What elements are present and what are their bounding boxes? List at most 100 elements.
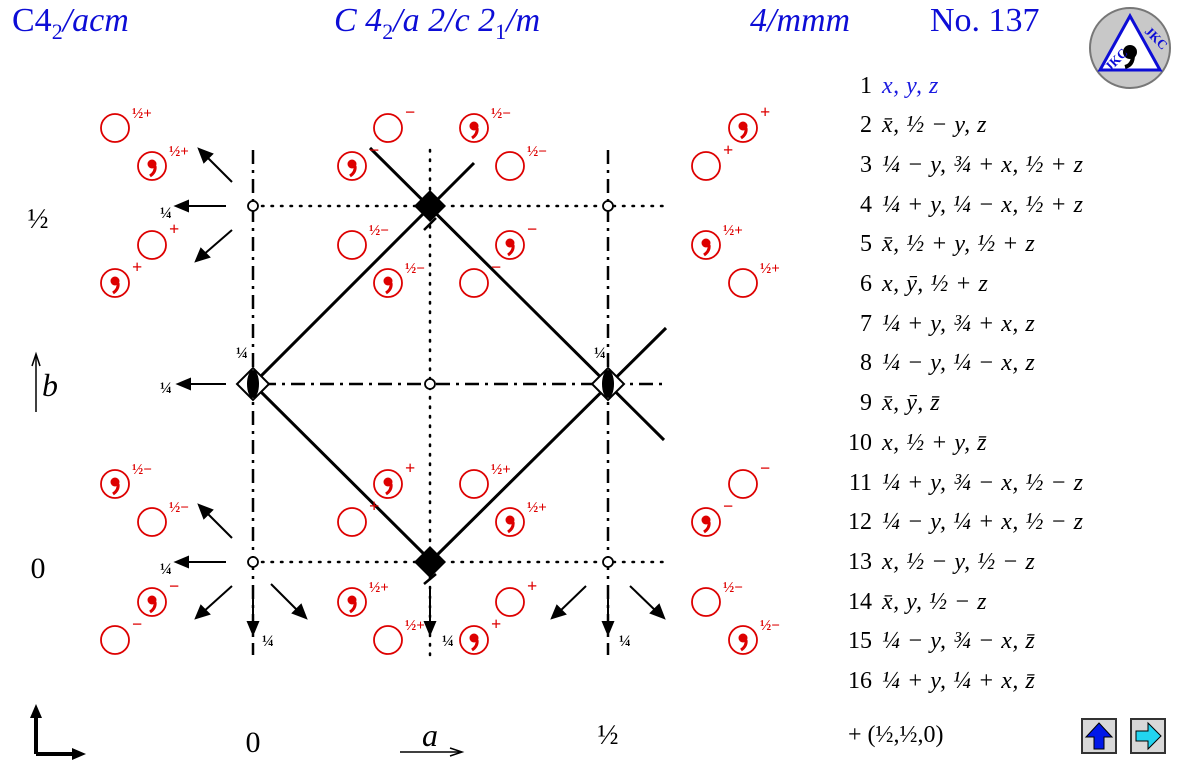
height-label: ½+	[132, 106, 152, 122]
operation-number: 13	[848, 548, 872, 575]
space-group-diagram: ½ 0 b 0 ½ a	[28, 102, 780, 760]
general-position-circle: −	[373, 102, 415, 143]
general-position-circle: ½+	[459, 462, 511, 499]
arrow-up-icon	[1084, 722, 1114, 750]
height-label: ½+	[723, 223, 743, 239]
short-symbol-rest: /acm	[62, 2, 129, 39]
height-label: ½−	[132, 462, 152, 478]
operation-expression: ¼ + y, ¾ + x, z	[882, 310, 1036, 337]
general-position-circle: +	[137, 219, 179, 260]
height-label: ½−	[405, 261, 425, 277]
full-symbol-c: /m	[506, 2, 541, 39]
general-position-comma-circle: ½+	[137, 144, 189, 181]
operation-number: 1	[860, 72, 872, 99]
symmetry-operation: 15 ¼ − y, ¾ − x, z̄	[838, 622, 1035, 662]
svg-text:¼: ¼	[160, 561, 172, 578]
b-axis-indicator: b	[31, 351, 58, 412]
general-position-comma-circle: −	[337, 140, 379, 181]
general-position-comma-circle: ½+	[691, 223, 743, 260]
fourfold-screw-axis-icons	[414, 190, 446, 585]
svg-text:¼: ¼	[442, 633, 454, 650]
space-group-number: No. 137	[930, 2, 1040, 39]
operation-expression: ¼ − y, ¼ − x, z	[882, 350, 1036, 377]
height-label: −	[527, 219, 537, 239]
svg-text:¼: ¼	[262, 633, 274, 650]
y-zero-label: 0	[31, 552, 46, 585]
operation-expression: x, ½ + y, z̄	[882, 429, 988, 456]
svg-text:¼: ¼	[160, 380, 172, 397]
next-button[interactable]	[1130, 718, 1166, 754]
height-label: +	[132, 257, 142, 277]
general-position-comma-circle: −	[691, 496, 733, 537]
height-label: −	[369, 140, 379, 160]
operation-expression: ¼ + y, ¼ − x, ½ + z	[882, 191, 1084, 218]
short-symbol: C42/acm	[12, 2, 129, 45]
svg-text:¼: ¼	[594, 345, 606, 362]
mirror-dashdot-lines	[251, 150, 668, 655]
height-label: +	[527, 576, 537, 596]
general-position-comma-circle: +	[100, 257, 142, 298]
height-label: ½+	[527, 500, 547, 516]
jkc-logo[interactable]: JKC JKC	[1088, 6, 1172, 90]
operation-number: 8	[860, 350, 872, 377]
operation-expression: x̄, ½ − y, z	[882, 112, 988, 139]
height-label: +	[723, 140, 733, 160]
symmetry-operation: 8 ¼ − y, ¼ − x, z	[838, 344, 1035, 384]
operation-expression: ¼ + y, ¼ + x, z̄	[882, 668, 1036, 694]
height-label: −	[760, 458, 770, 478]
height-label: ½+	[760, 261, 780, 277]
operation-number: 12	[848, 509, 872, 536]
axis-arrows	[173, 147, 666, 637]
height-label: −	[169, 576, 179, 596]
symmetry-operation: 7 ¼ + y, ¾ + x, z	[838, 304, 1035, 344]
general-position-comma-circle: −	[137, 576, 179, 617]
height-label: +	[169, 219, 179, 239]
operation-expression: x̄, ½ + y, ½ + z	[882, 231, 1036, 258]
operation-expression: ¼ − y, ¼ + x, ½ − z	[882, 509, 1084, 536]
general-position-circle: ½+	[373, 618, 425, 655]
point-group: 4/mmm	[750, 2, 851, 39]
short-symbol-main: C4	[12, 2, 52, 39]
operation-number: 6	[860, 271, 872, 297]
height-label: ½−	[169, 500, 189, 516]
operation-number: 7	[860, 310, 872, 337]
operation-expression: ¼ + y, ¾ − x, ½ − z	[882, 469, 1084, 496]
height-label: −	[405, 102, 415, 122]
general-position-circle: ½−	[691, 580, 743, 617]
quarter-labels: ¼ ¼ ¼ ¼ ¼ ¼ ¼ ¼	[160, 205, 631, 650]
general-position-circle: −	[100, 614, 142, 655]
symmetry-operation: 11 ¼ + y, ¾ − x, ½ − z	[838, 463, 1083, 503]
inversion-center-icons	[247, 200, 614, 568]
height-label: +	[405, 458, 415, 478]
general-position-circle: ½+	[100, 106, 152, 143]
operation-expression: x, y, z	[882, 72, 939, 99]
operation-expression: ¼ − y, ¾ − x, z̄	[882, 628, 1036, 655]
x-half-label: ½	[598, 720, 619, 751]
up-button[interactable]	[1081, 718, 1117, 754]
operation-number: 11	[848, 469, 872, 496]
operation-number: 14	[848, 588, 872, 615]
operation-number: 15	[848, 628, 872, 655]
height-label: ½−	[491, 106, 511, 122]
full-symbol-sub2: 1	[495, 18, 507, 44]
svg-text:¼: ¼	[619, 633, 631, 650]
short-symbol-sub: 2	[51, 18, 63, 44]
height-label: ½−	[723, 580, 743, 596]
general-position-circle: ½−	[495, 144, 547, 181]
general-position-circle: ½+	[728, 261, 780, 298]
general-position-comma-circle: ½−	[459, 106, 511, 143]
symmetry-operation: 1 x, y, z	[838, 66, 939, 106]
general-position-comma-circle: +	[459, 614, 501, 655]
a-axis-label: a	[422, 717, 438, 753]
general-position-circle: ½−	[337, 223, 389, 260]
height-label: +	[760, 102, 770, 122]
height-label: ½−	[760, 618, 780, 634]
general-position-comma-circle: +	[728, 102, 770, 143]
general-position-comma-circle: ½−	[100, 462, 152, 499]
